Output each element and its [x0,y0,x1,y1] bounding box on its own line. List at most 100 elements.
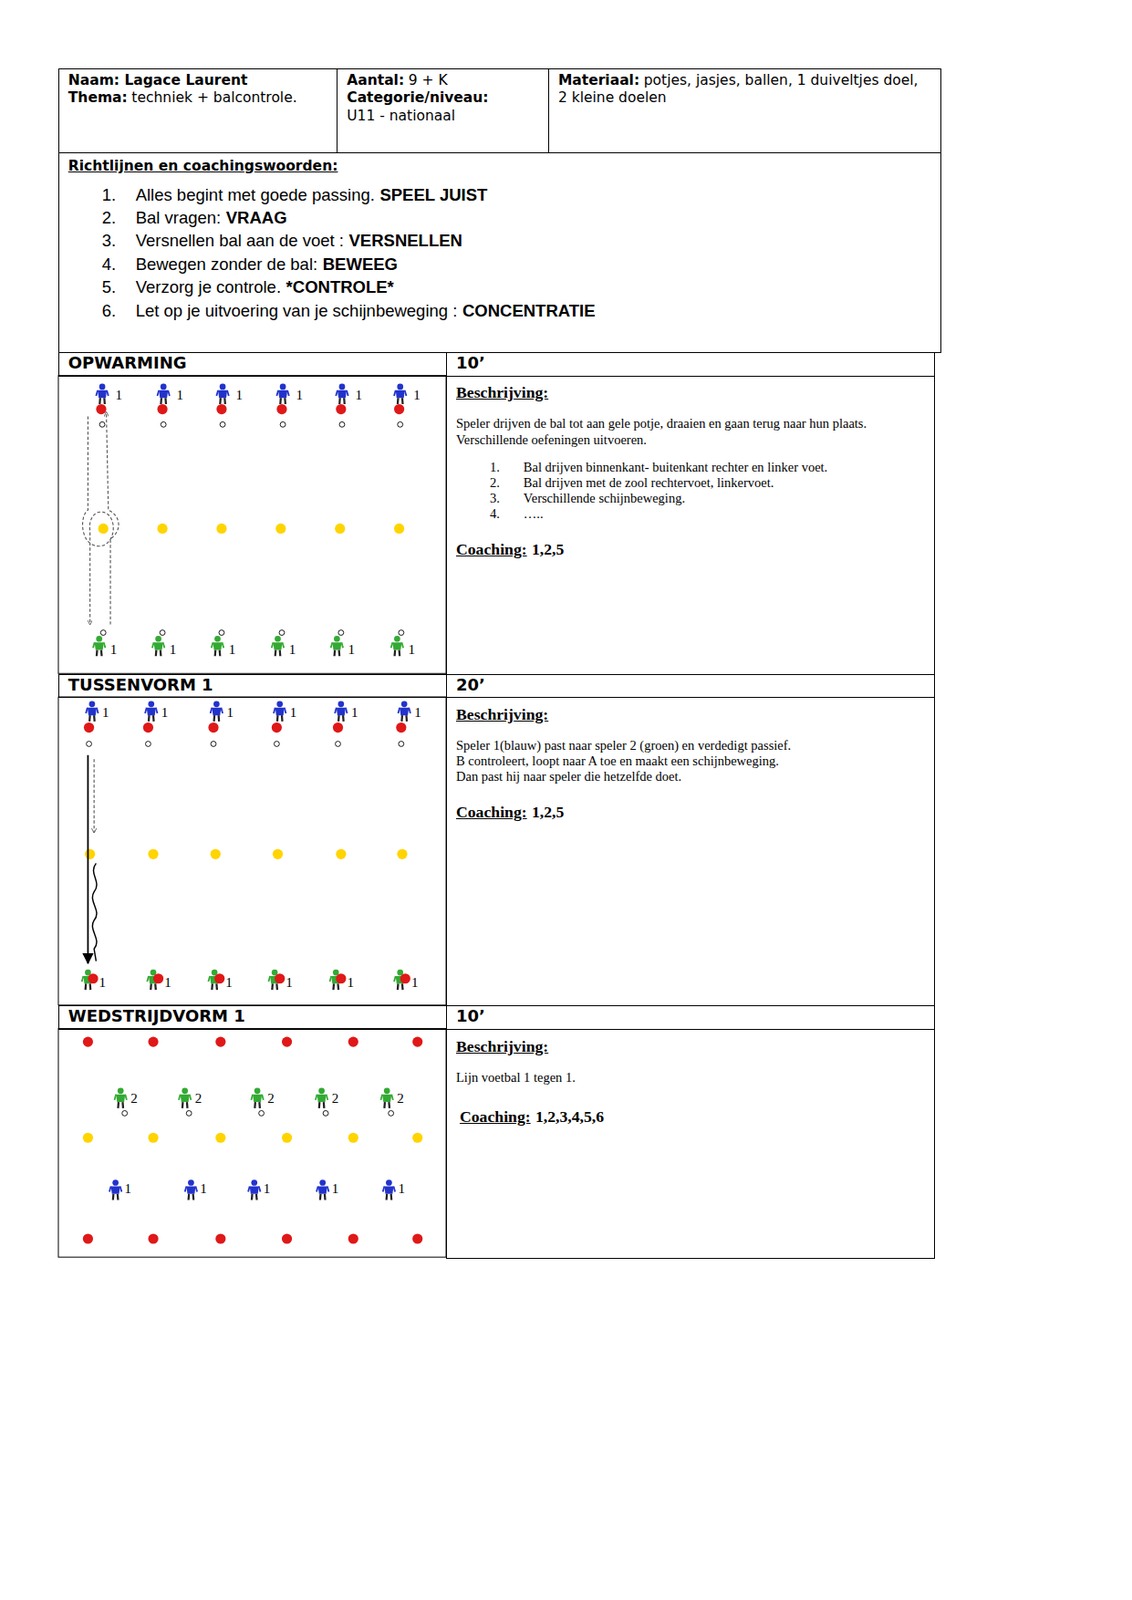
list-number: 6. [102,299,136,322]
yellow-cone [215,1132,226,1143]
green-player [250,1087,263,1108]
text-row: Naam: Lagace Laurent [68,72,328,90]
red-cone [335,404,346,415]
red-cone [214,973,225,984]
red-cone [143,722,154,733]
ball [100,630,106,636]
text-row: 4.Bewegen zonder de bal:BEWEEG [68,252,932,276]
ball [388,1111,395,1117]
red-cone [83,1037,94,1048]
red-cone [332,722,343,733]
text-row: Beschrijving: [456,383,925,403]
player-number: 1 [225,976,233,990]
cell-text: CONCENTRATIE [462,301,596,321]
cell-text: Speler drijven de bal tot aan gele potje… [456,415,867,431]
cell-text: Lijn voetbal 1 tegen 1. [456,1069,576,1085]
ball [339,421,345,427]
yellow-cone [281,1132,292,1143]
red-cone [281,1037,292,1048]
cell-text: Coaching: [456,540,528,559]
text-row: Aantal:9 + K [346,72,540,90]
text-row: Speler 1(blauw) past naar speler 2 (groe… [456,737,925,754]
player-number: 2 [396,1091,405,1106]
cell-text: B controleert, loopt naar A toe en maakt… [456,753,779,769]
red-cone [147,1233,158,1244]
player-number: 1 [289,643,297,657]
pass-arrow [87,755,90,964]
text-row: Coaching:1,2,5 [456,802,925,822]
green-player [331,635,343,656]
cell-text: Categorie/niveau: [346,89,489,106]
red-cone [412,1037,423,1048]
cell-text: Bal drijven met de zool rechtervoet, lin… [523,475,775,490]
cell-text: WEDSTRIJDVORM 1 [68,1006,246,1026]
blue-player [185,1179,198,1200]
player-number: 1 [114,388,123,403]
cell-text: Materiaal: [558,72,640,89]
player-number: 1 [99,976,107,990]
text-row: Thema:techniek + balcontrole. [68,89,328,107]
yellow-cone [275,523,286,534]
cell-text: Verschillende schijnbeweging. [523,490,686,506]
red-cone [215,1037,226,1048]
red-cone [276,404,287,415]
red-cone [215,1233,226,1244]
list-number: 3. [102,228,136,252]
dribble-wave [92,862,97,961]
list-number: 1. [102,183,136,207]
text-row: Coaching:1,2,3,4,5,6 [456,1107,925,1127]
green-player [114,1087,127,1108]
cell-text: 1,2,5 [531,802,564,821]
green-player [178,1087,191,1108]
text-row: Richtlijnen en coachingswoorden: [68,156,932,177]
text-row: TUSSENVORM 1 [68,675,437,695]
red-cone [83,1233,94,1244]
cell-text: 1,2,3,4,5,6 [535,1107,604,1126]
player-number: 1 [102,706,110,720]
text-row: 20’ [456,675,925,695]
player-number: 1 [228,643,237,657]
cell-text: Dan past hij naar speler die hetzelfde d… [456,768,682,784]
ball [338,630,344,636]
cell-text: 10’ [456,353,486,373]
red-cone [348,1233,359,1244]
green-player [152,635,165,656]
text-row: Speler drijven de bal tot aan gele potje… [456,415,925,432]
red-cone [147,1037,158,1048]
cell-text: *CONTROLE* [286,277,395,297]
blue-player [156,384,169,405]
cell-text: 1,2,5 [531,540,564,559]
red-cone [394,404,405,415]
player-number: 1 [164,976,172,990]
red-cone [348,1037,359,1048]
section-header-cell: 10’ [446,1005,935,1030]
red-cone [207,722,219,733]
yellow-cone [147,849,158,860]
text-row: 2.Bal drijven met de zool rechtervoet, l… [456,475,925,491]
red-cone [95,404,106,415]
cell-text: VRAAG [226,207,288,228]
blue-player [383,1179,395,1200]
cell-text: Beschrijving: [456,705,549,724]
description-cell: Beschrijving: Speler drijven de bal tot a… [446,375,935,676]
cell-text: Aantal: [346,72,405,89]
yellow-cone [84,849,95,860]
player-number: 1 [414,706,422,720]
cell-text: BEWEEG [322,254,398,274]
cell-text: Naam: Lagace Laurent [68,72,249,89]
player-number: 1 [124,1182,133,1196]
red-cone [400,973,411,984]
player-number: 1 [263,1182,271,1196]
red-cone [216,404,227,415]
description-cell: Beschrijving:Lijn voetbal 1 tegen 1.Coac… [446,1028,935,1259]
cell-text: TUSSENVORM 1 [68,675,214,695]
yellow-cone [83,1132,94,1143]
player-number: 1 [226,706,234,720]
player-number: 1 [290,706,298,720]
section-header-cell: OPWARMING [58,352,447,377]
yellow-cone [394,523,405,534]
blue-player [335,384,348,405]
player-number: 1 [199,1182,208,1196]
text-row: 10’ [456,1007,925,1026]
